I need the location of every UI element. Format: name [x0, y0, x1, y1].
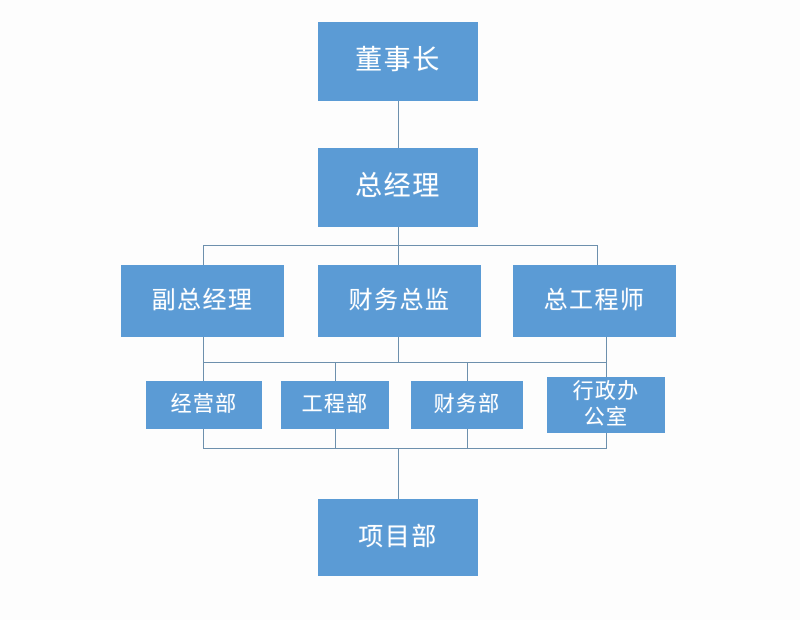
node-engineering-department[interactable]: 工程部	[281, 381, 389, 429]
node-chairman[interactable]: 董事长	[318, 22, 478, 101]
node-general-manager[interactable]: 总经理	[318, 148, 478, 227]
connector-level3-bus	[203, 245, 597, 246]
node-chief-engineer-label: 总工程师	[543, 286, 646, 315]
node-engineering-department-label: 工程部	[301, 392, 369, 417]
connector-drop-administrative-office	[606, 362, 607, 377]
connector-drop-chief-engineer	[597, 245, 598, 265]
node-general-manager-label: 总经理	[355, 171, 441, 203]
node-finance-department[interactable]: 财务部	[411, 381, 523, 429]
node-administrative-office-label: 行政办 公室	[572, 379, 640, 429]
node-administrative-office[interactable]: 行政办 公室	[547, 377, 665, 433]
connector-level4-bus	[203, 362, 607, 363]
node-finance-department-label: 财务部	[433, 392, 501, 417]
connector-operations-department-drop	[203, 429, 204, 449]
connector-level5-bus	[203, 448, 607, 449]
node-deputy-general-manager-label: 副总经理	[151, 286, 254, 315]
connector-deputy-general-manager-drop	[203, 337, 204, 362]
connector-finance-director-drop	[398, 337, 399, 362]
node-project-department[interactable]: 项目部	[318, 499, 478, 576]
connector-general-manager-drop	[398, 227, 399, 246]
node-operations-department[interactable]: 经营部	[146, 381, 262, 429]
connector-administrative-office-drop	[606, 433, 607, 449]
connector-drop-deputy-general-manager	[203, 245, 204, 265]
connector-chairman-to-general-manager	[398, 101, 399, 148]
connector-engineering-department-drop	[335, 429, 336, 449]
node-deputy-general-manager[interactable]: 副总经理	[121, 265, 284, 337]
node-operations-department-label: 经营部	[170, 392, 238, 417]
node-project-department-label: 项目部	[358, 522, 438, 552]
connector-drop-project-department	[398, 448, 399, 499]
connector-drop-finance-director	[398, 245, 399, 265]
connector-drop-engineering-department	[335, 362, 336, 381]
node-chairman-label: 董事长	[355, 45, 441, 77]
node-chief-engineer[interactable]: 总工程师	[513, 265, 676, 337]
node-finance-director[interactable]: 财务总监	[318, 265, 481, 337]
node-finance-director-label: 财务总监	[348, 286, 451, 315]
connector-chief-engineer-drop	[606, 337, 607, 362]
connector-finance-department-drop	[467, 429, 468, 449]
connector-drop-finance-department	[467, 362, 468, 381]
connector-drop-operations-department	[203, 362, 204, 381]
